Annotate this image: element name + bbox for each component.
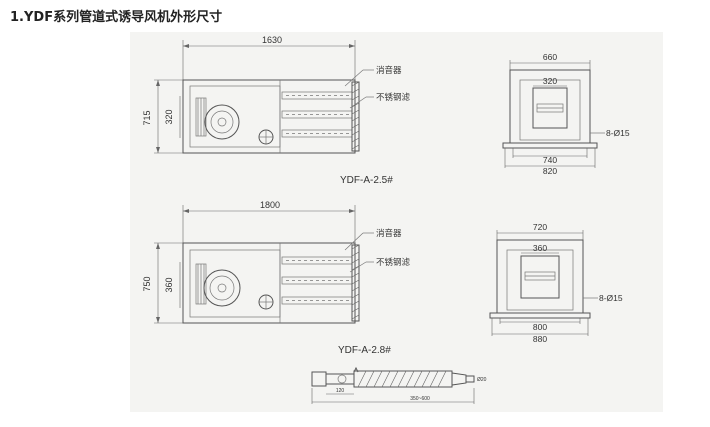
model-b-width-dim: 1800 [260, 200, 280, 210]
model-a-end-base-dim: 820 [543, 166, 557, 176]
drawing-frame [130, 32, 663, 412]
model-b-end-opening-dim: 360 [533, 243, 547, 253]
model-b-inner-height-dim: 360 [164, 277, 174, 292]
model-a-height-dim: 715 [142, 110, 152, 125]
model-a-caption: YDF-A-2.5# [340, 175, 393, 186]
model-a-fan-wheel-icon [195, 97, 240, 140]
model-b-side-view: 1800 750 360 [142, 200, 411, 356]
model-b-muffler-label: 消音器 [376, 228, 402, 238]
model-a-inner-height-dim: 320 [164, 109, 174, 124]
model-a-muffler-label: 消音器 [376, 65, 402, 75]
page-title: 1.YDF系列管道式诱导风机外形尺寸 [10, 10, 223, 25]
model-b-hole-label: 8-Ø15 [599, 293, 623, 303]
model-a-filter-label: 不锈钢滤 [376, 92, 411, 102]
nozzle-length-dim: 350~600 [410, 396, 430, 402]
model-b-end-base-dim: 880 [533, 334, 547, 344]
model-b-fan-wheel-icon [195, 263, 241, 307]
nozzle-drawing: Ø20 120 350~600 [311, 366, 487, 404]
nozzle-right-dim: Ø20 [477, 377, 487, 383]
model-a-end-top-dim: 660 [543, 52, 557, 62]
model-b-filter-label: 不锈钢滤 [376, 257, 411, 267]
model-b-caption: YDF-A-2.8# [338, 345, 391, 356]
model-a-motor-icon [258, 129, 274, 145]
model-a-end-opening-dim: 320 [543, 76, 557, 86]
model-b-end-top-dim: 720 [533, 222, 547, 232]
model-b-height-dim: 750 [142, 276, 152, 291]
model-a-side-view: 1630 715 320 [142, 35, 411, 186]
model-a-hole-label: 8-Ø15 [606, 128, 630, 138]
model-a-end-view: 660 320 8-Ø15 740 820 [502, 52, 630, 176]
model-b-end-view: 720 360 8-Ø15 800 880 [489, 222, 623, 344]
model-a-end-bolt-dim: 740 [543, 155, 557, 165]
nozzle-left-dim: 120 [336, 388, 345, 394]
model-a-width-dim: 1630 [262, 35, 282, 45]
model-b-motor-icon [258, 294, 274, 310]
model-b-end-bolt-dim: 800 [533, 322, 547, 332]
